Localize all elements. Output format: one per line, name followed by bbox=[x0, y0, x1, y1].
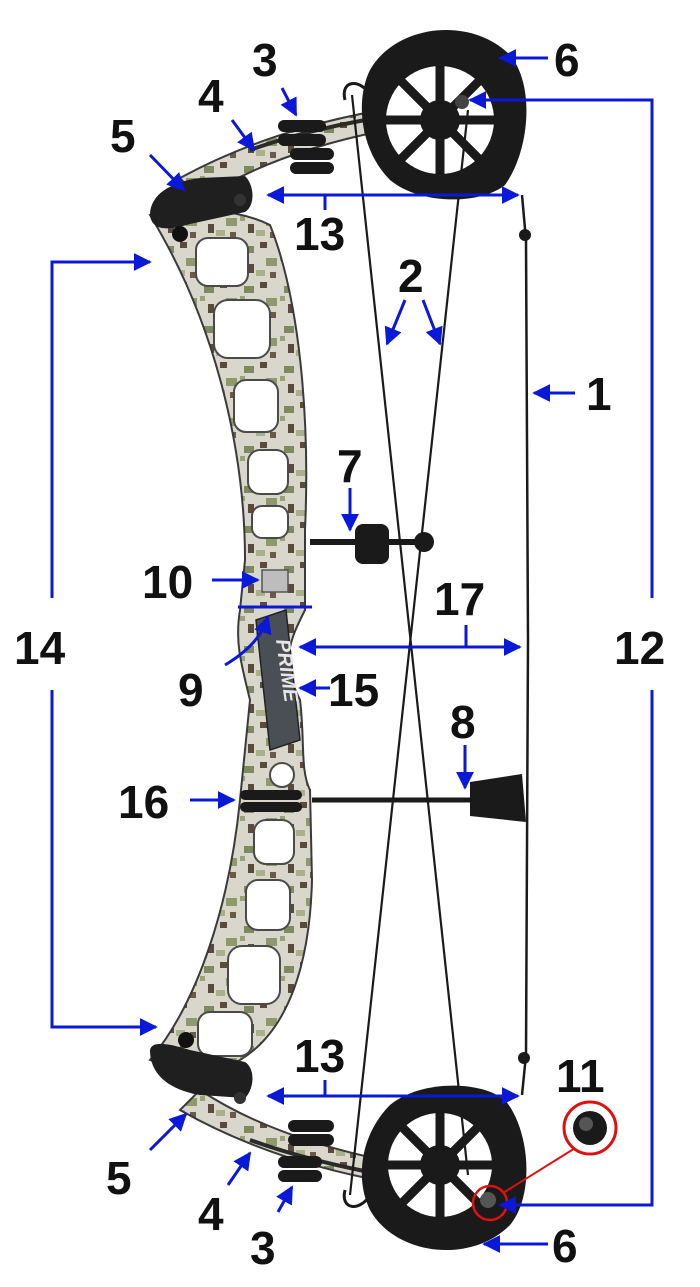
cable-end-top bbox=[342, 82, 372, 101]
arrow-5-bottom bbox=[148, 1112, 188, 1152]
sight-mount bbox=[261, 569, 289, 593]
arrow-2-right bbox=[421, 299, 443, 346]
stabilizer-damper bbox=[240, 790, 302, 812]
upper-cam bbox=[361, 29, 527, 200]
arrow-4-top bbox=[230, 119, 256, 152]
lower-limb-dampeners bbox=[278, 1120, 334, 1182]
label-6-bottom: 6 bbox=[552, 1220, 578, 1272]
label-9: 9 bbox=[178, 664, 204, 716]
label-6-top: 6 bbox=[554, 34, 580, 86]
label-17: 17 bbox=[434, 573, 485, 625]
arrow-3-top bbox=[280, 87, 298, 117]
lower-limb-pocket bbox=[150, 1043, 253, 1098]
label-10: 10 bbox=[142, 556, 193, 608]
label-15: 15 bbox=[328, 664, 379, 716]
lower-cam-axle bbox=[480, 1192, 496, 1208]
arrow-9 bbox=[224, 615, 272, 667]
dim-14-top bbox=[50, 253, 152, 598]
string-serving-bottom bbox=[518, 1052, 530, 1064]
label-1: 1 bbox=[586, 368, 612, 420]
lower-cam bbox=[361, 1085, 527, 1251]
upper-pocket-bolt bbox=[172, 226, 188, 242]
riser-cutouts bbox=[195, 237, 295, 1057]
label-5-bottom: 5 bbox=[106, 1152, 132, 1204]
upper-pocket-screw bbox=[234, 194, 246, 206]
cable-end-bottom bbox=[342, 1189, 372, 1208]
lower-pocket-screw bbox=[234, 1092, 246, 1104]
cable-guard bbox=[312, 774, 526, 822]
label-12: 12 bbox=[614, 622, 665, 674]
upper-cam-axle bbox=[455, 95, 469, 109]
bow-illustration: PRIME bbox=[148, 29, 618, 1251]
axle-zoom bbox=[562, 1100, 618, 1156]
string-serving-top bbox=[519, 229, 531, 241]
arrow-4-bottom bbox=[226, 1151, 252, 1186]
label-7: 7 bbox=[337, 440, 363, 492]
arrow-5-top bbox=[148, 153, 186, 192]
dim-14-bottom bbox=[50, 690, 158, 1036]
upper-limb-dampeners bbox=[278, 120, 334, 174]
axle-highlight-connector bbox=[502, 1144, 581, 1194]
label-13-top: 13 bbox=[294, 208, 345, 260]
stabilizer-mount bbox=[310, 524, 434, 564]
label-3-top: 3 bbox=[252, 34, 278, 86]
dim-12-bottom bbox=[498, 690, 654, 1214]
label-4-bottom: 4 bbox=[198, 1188, 224, 1240]
arrow-3-bottom bbox=[276, 1185, 294, 1213]
lower-pocket-bolt bbox=[178, 1032, 194, 1048]
bowstring bbox=[520, 194, 530, 1096]
label-14: 14 bbox=[14, 622, 66, 674]
annotations bbox=[50, 49, 654, 1253]
label-11: 11 bbox=[556, 1050, 605, 1102]
label-16: 16 bbox=[118, 776, 169, 828]
label-5-top: 5 bbox=[110, 110, 136, 162]
labels: 1 2 3 3 4 4 5 5 6 6 7 8 9 10 11 12 13 13… bbox=[14, 34, 665, 1274]
label-13-bottom: 13 bbox=[294, 1030, 345, 1082]
dim-12-top bbox=[468, 91, 654, 598]
label-8: 8 bbox=[450, 696, 476, 748]
label-4-top: 4 bbox=[198, 70, 224, 122]
label-3-bottom: 3 bbox=[250, 1222, 276, 1274]
arrow-2-left bbox=[384, 299, 407, 346]
label-2: 2 bbox=[398, 250, 424, 302]
